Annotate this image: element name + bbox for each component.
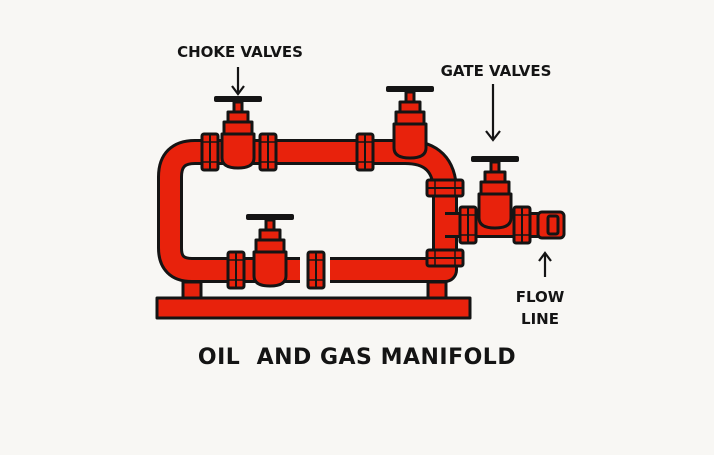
arrow-flow-line (538, 251, 552, 277)
skid-base (155, 280, 472, 320)
gate-valves-label: GATE VALVES (441, 62, 552, 80)
diagram-title: OIL AND GAS MANIFOLD (198, 345, 516, 370)
valve-top-right (384, 84, 436, 160)
flow-line-label-1: FLOW (516, 288, 565, 306)
valve-choke-top (212, 94, 264, 170)
valve-gate-right (469, 154, 521, 230)
flow-line-label-2: LINE (521, 310, 559, 328)
choke-valves-label: CHOKE VALVES (177, 43, 303, 61)
arrow-choke-valves (231, 67, 245, 96)
arrow-gate-valves (485, 84, 501, 142)
valve-bottom (244, 212, 296, 288)
